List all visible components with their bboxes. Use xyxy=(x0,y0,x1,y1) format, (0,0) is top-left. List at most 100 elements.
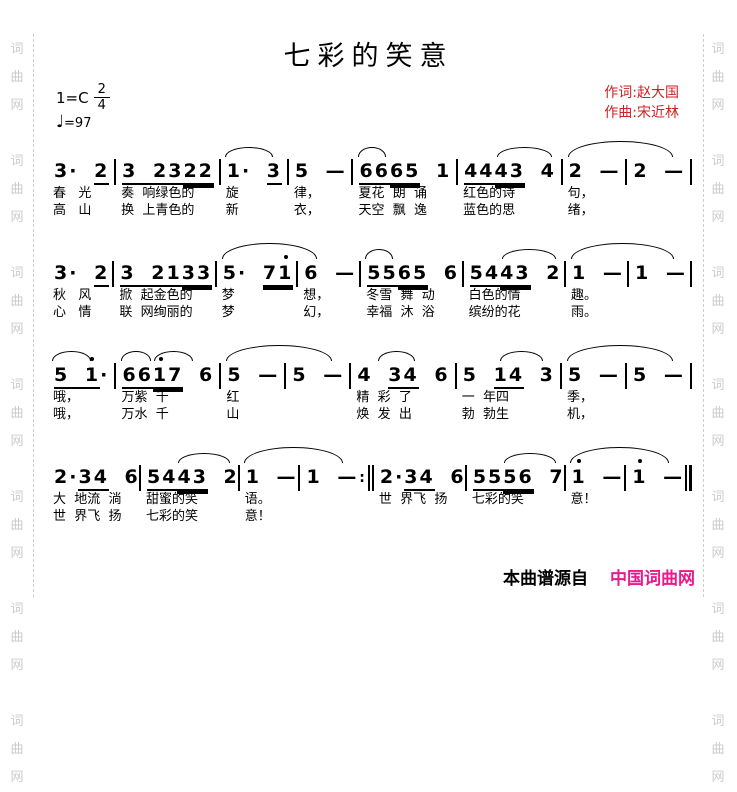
slur-arc xyxy=(357,147,387,157)
barline xyxy=(114,159,117,185)
notes-row: 1 — xyxy=(566,447,670,491)
barline xyxy=(627,261,630,287)
note-group: 6 xyxy=(199,364,215,386)
watermark-left: 词 曲 网 词 曲 网 词 曲 网 词 曲 网 词 曲 网 词 曲 网 词 曲 … xyxy=(10,42,24,785)
measure: 5 1·哦，哦， xyxy=(48,347,114,423)
high-note: 1 xyxy=(632,459,647,489)
note-group: 65 xyxy=(397,261,429,287)
tempo-value: =97 xyxy=(64,116,92,131)
lyric-row: 红 xyxy=(226,390,240,405)
repeat-barline: : xyxy=(359,465,374,491)
barline xyxy=(461,261,464,287)
note-group: 2 xyxy=(546,262,562,284)
lyric-row: 一 年四 xyxy=(461,390,509,405)
notes-row: 4 34 6 xyxy=(351,347,454,389)
lyric-row: 世 界飞 扬 xyxy=(53,509,122,524)
notes-row: 5· 71 xyxy=(217,243,318,287)
barline xyxy=(563,465,566,491)
slur-arc xyxy=(503,453,556,463)
barline xyxy=(284,363,287,389)
lyric-row: 律， xyxy=(293,186,320,201)
note-group: 43 xyxy=(500,261,531,287)
slur-arc xyxy=(501,249,556,259)
lyric-row: 雨。 xyxy=(571,305,598,320)
octave-dot-icon xyxy=(158,357,163,361)
note-group: 3· xyxy=(54,262,79,284)
note-group: 6 xyxy=(450,466,466,488)
measure: 1 — xyxy=(626,449,685,491)
notes-row: 6665 1 xyxy=(353,143,456,185)
note-group: 55 xyxy=(367,261,398,287)
measure: 6 —想，幻， xyxy=(298,245,359,321)
lyric-row: 春 光 xyxy=(53,186,92,201)
note-group: 1 — xyxy=(635,262,687,284)
lyric-row: 七彩的笑 xyxy=(145,509,198,524)
barline xyxy=(464,465,467,491)
note-group: 34 xyxy=(78,465,109,491)
notes-row: 3· 2 xyxy=(48,245,112,287)
note-group: 55 xyxy=(472,465,504,491)
time-numerator: 2 xyxy=(93,83,110,98)
barline xyxy=(624,465,627,491)
slur-arc xyxy=(177,453,230,463)
notes-row: 5 — xyxy=(562,345,674,389)
notes-row: 5443 2 xyxy=(141,449,238,491)
octave-dot-icon xyxy=(637,459,642,463)
final-barline xyxy=(685,465,693,491)
lyric-row: 七彩的笑 xyxy=(471,492,524,507)
lyric-row: 梦 xyxy=(221,305,235,320)
notes-row: 5443 2 xyxy=(464,245,564,287)
barline xyxy=(237,465,240,491)
site-name[interactable]: 中国词曲网 xyxy=(610,569,695,589)
note-group: 1 — xyxy=(572,459,624,489)
barline xyxy=(560,363,563,389)
slur-arc xyxy=(378,351,416,361)
lyric-row: 红色的诗 xyxy=(463,186,516,201)
note-group: 7 xyxy=(549,466,565,488)
note-group: 1 — xyxy=(245,466,298,488)
barline xyxy=(560,159,563,185)
sheet-music-page: { "title": "七彩的笑意", "header": { "key": "… xyxy=(0,34,737,785)
note-group: 54 xyxy=(146,465,178,491)
high-note: 1 xyxy=(572,459,587,489)
slur-arc xyxy=(51,351,91,361)
barline xyxy=(625,159,628,185)
octave-dot-icon xyxy=(283,255,288,259)
lyric-row: 缤纷的花 xyxy=(468,305,521,320)
slur-arc xyxy=(500,351,544,361)
note-group: 2 — xyxy=(633,160,686,182)
notes-row: 3 2133 xyxy=(114,245,214,287)
note-group: 2· xyxy=(379,466,405,488)
note-group: 3 xyxy=(539,364,555,386)
measure: 2 — xyxy=(627,143,690,185)
barline xyxy=(286,159,289,185)
note-group: 1 — xyxy=(632,459,684,489)
lyric-row: 万水 千 xyxy=(121,407,169,422)
barline xyxy=(112,261,115,287)
note-group: 2· xyxy=(54,466,79,488)
source-label: 本曲谱源自 xyxy=(503,569,588,589)
barline xyxy=(625,363,628,389)
barline xyxy=(689,159,692,185)
lyric-row: 冬雪 舞 动 xyxy=(366,288,435,303)
measure: 5 — xyxy=(286,347,349,389)
octave-dot-icon xyxy=(577,459,582,463)
lyric-row: 秋 风 xyxy=(53,288,92,303)
lyric-row: 新 xyxy=(225,203,239,218)
barline xyxy=(138,465,141,491)
notes-row: 5 — xyxy=(289,143,352,185)
lyric-row: 换 上青色的 xyxy=(121,203,195,218)
lyric-row: 山 xyxy=(226,407,240,422)
high-note: 1 xyxy=(153,357,168,387)
tempo-marking: ♩=97 xyxy=(56,114,110,132)
